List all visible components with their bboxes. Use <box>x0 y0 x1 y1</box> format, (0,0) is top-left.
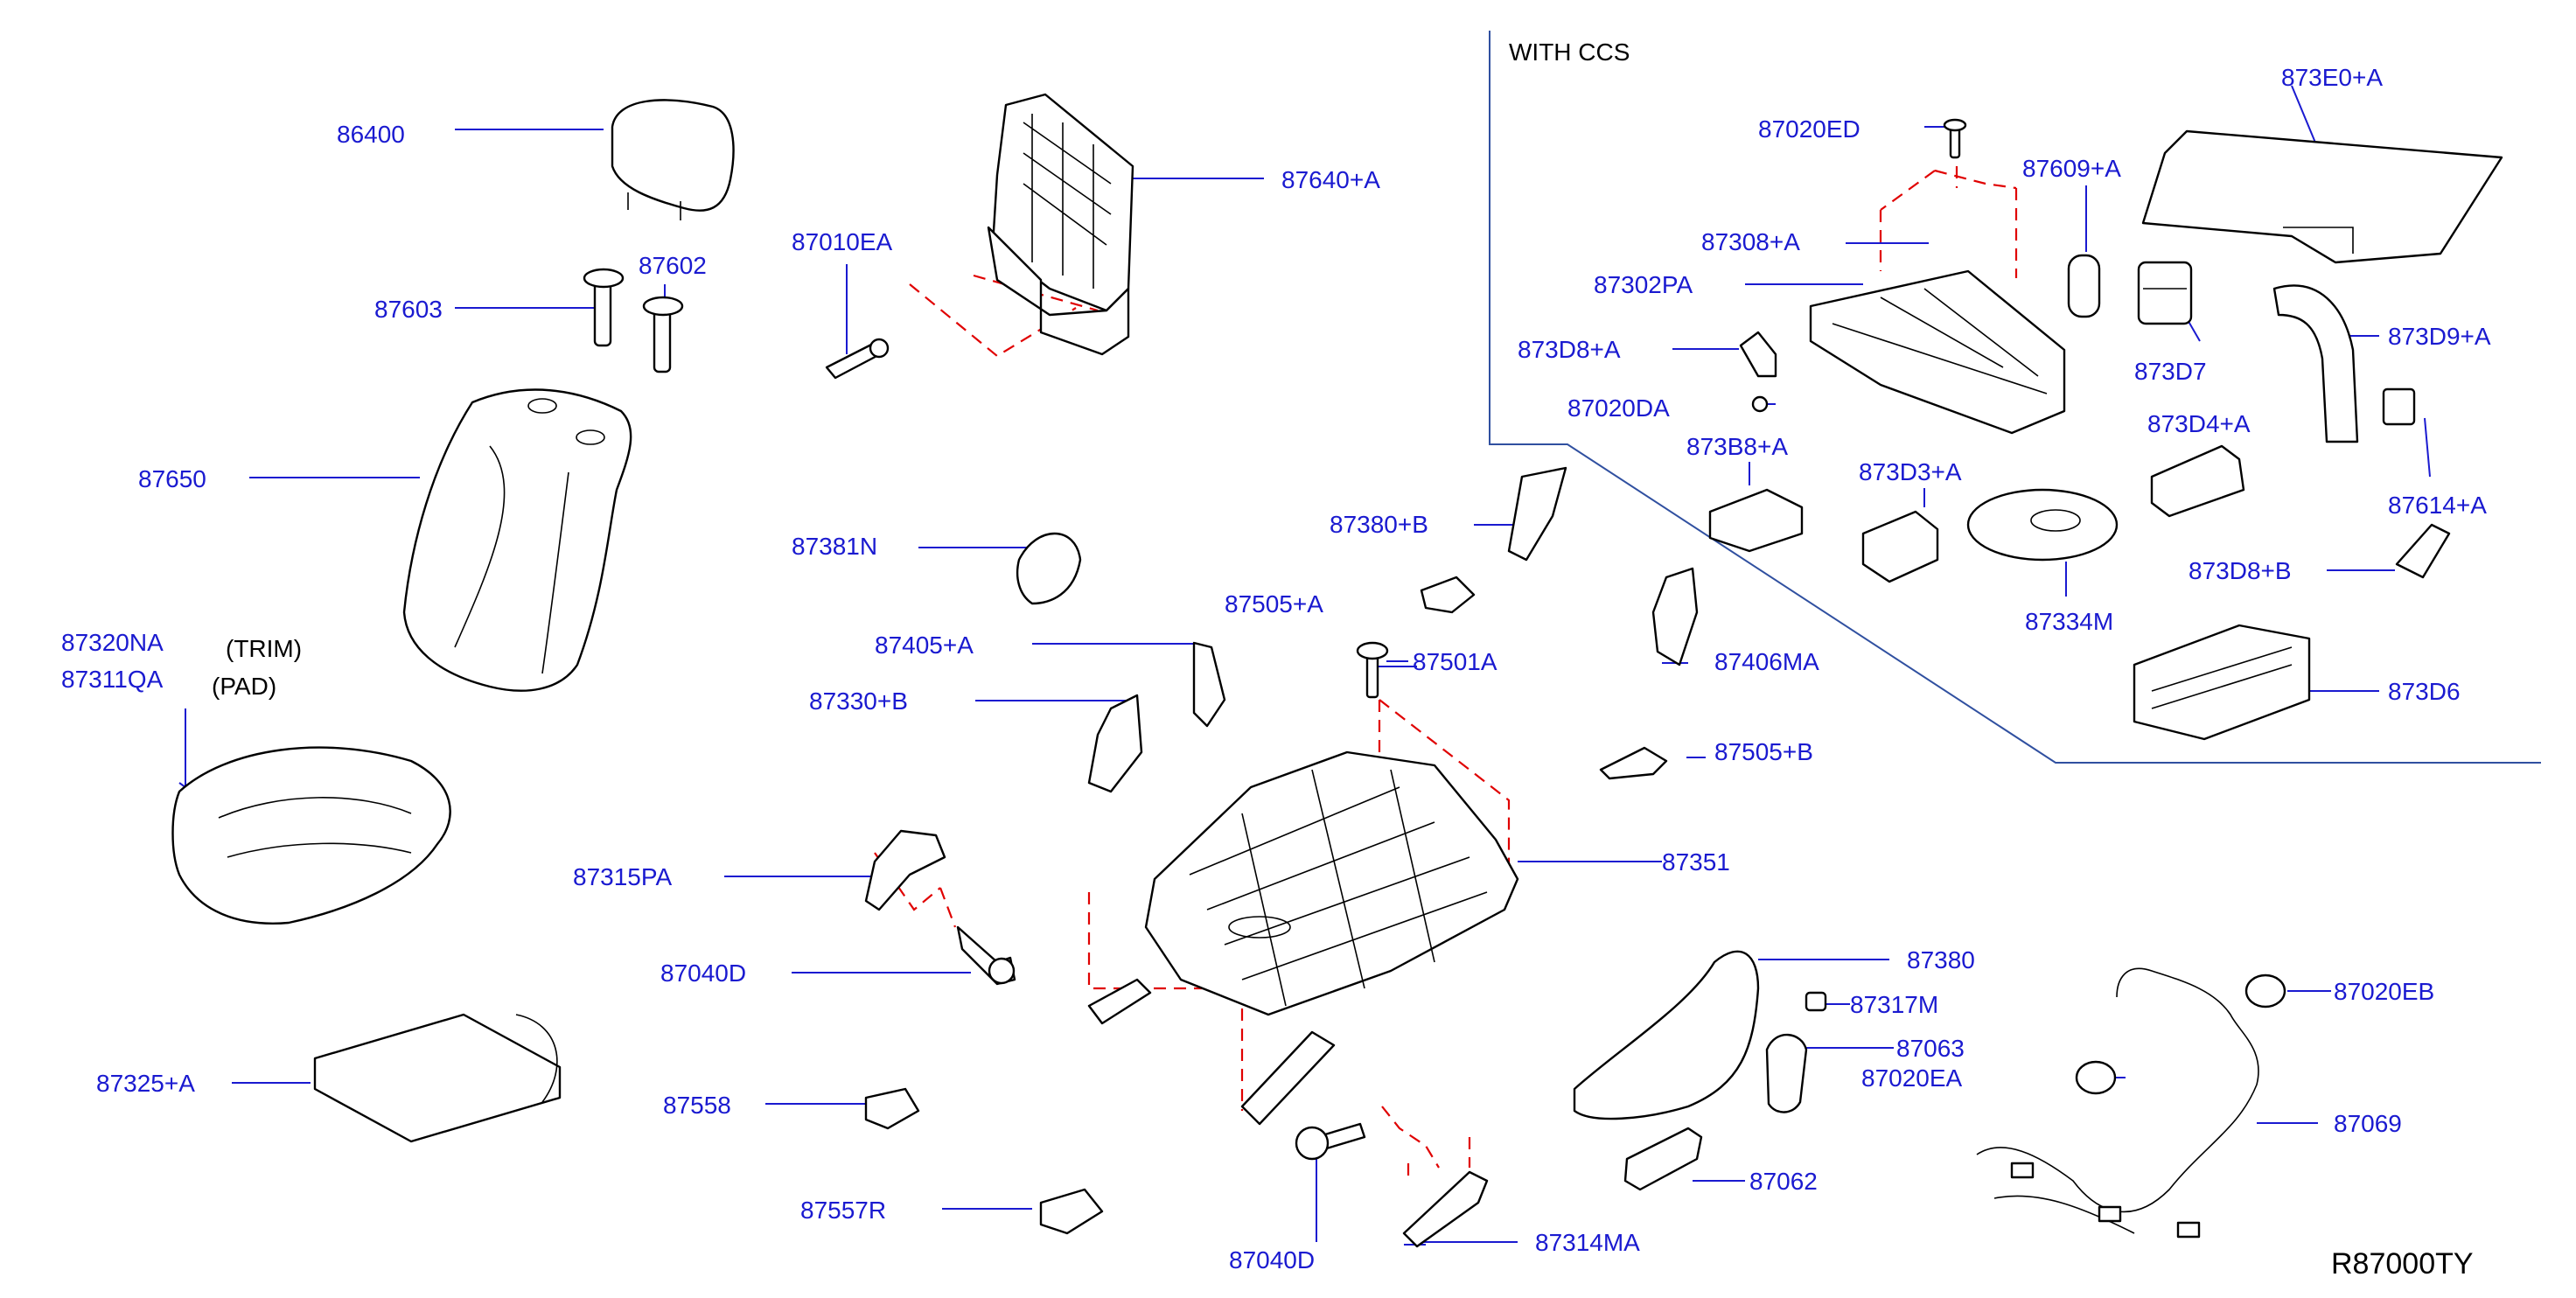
part-sketches <box>171 93 2503 1248</box>
callout-87020EB[interactable]: 87020EB <box>2334 978 2435 1005</box>
callout-873D3A[interactable]: 873D3+A <box>1859 458 1962 485</box>
callout-86400[interactable]: 86400 <box>337 121 405 148</box>
callout-87609A[interactable]: 87609+A <box>2022 155 2121 182</box>
callout-87558[interactable]: 87558 <box>663 1092 731 1119</box>
callout-87063[interactable]: 87063 <box>1896 1035 1965 1062</box>
callout-87040D-bottom[interactable]: 87040D <box>1229 1246 1316 1274</box>
callout-87380[interactable]: 87380 <box>1907 946 1975 974</box>
callout-87314MA[interactable]: 87314MA <box>1535 1229 1640 1256</box>
callout-87334M[interactable]: 87334M <box>2025 608 2114 635</box>
callout-87020ED[interactable]: 87020ED <box>1758 115 1860 143</box>
callout-873E0A[interactable]: 873E0+A <box>2281 64 2383 91</box>
callout-873B8A[interactable]: 873B8+A <box>1686 433 1788 460</box>
callout-87650[interactable]: 87650 <box>138 465 206 492</box>
callout-87351[interactable]: 87351 <box>1662 848 1730 876</box>
callout-87505A[interactable]: 87505+A <box>1225 590 1323 618</box>
callout-87406MA[interactable]: 87406MA <box>1714 648 1819 675</box>
callout-873D8A[interactable]: 873D8+A <box>1518 336 1621 363</box>
callout-87603[interactable]: 87603 <box>374 296 443 323</box>
callout-87317M[interactable]: 87317M <box>1850 991 1939 1018</box>
callout-873D6[interactable]: 873D6 <box>2388 678 2461 705</box>
callout-87020EA[interactable]: 87020EA <box>1861 1064 1963 1092</box>
callout-87020DA[interactable]: 87020DA <box>1567 394 1670 422</box>
callout-87308A[interactable]: 87308+A <box>1701 228 1800 255</box>
callout-87330B[interactable]: 87330+B <box>809 687 908 715</box>
callout-87311QA[interactable]: 87311QA <box>61 666 164 693</box>
leader-lines <box>178 85 2431 1246</box>
callout-873D7[interactable]: 873D7 <box>2134 358 2207 385</box>
diagram-code: R87000TY <box>2331 1247 2474 1281</box>
callout-87381N[interactable]: 87381N <box>792 533 878 560</box>
callout-87557R[interactable]: 87557R <box>800 1197 887 1224</box>
callout-87315PA[interactable]: 87315PA <box>573 863 673 890</box>
callout-87602[interactable]: 87602 <box>639 252 707 279</box>
callout-873D9A[interactable]: 873D9+A <box>2388 323 2491 350</box>
callout-87501A[interactable]: 87501A <box>1413 648 1497 675</box>
callout-873D8B[interactable]: 873D8+B <box>2189 557 2292 584</box>
callout-87040D-left[interactable]: 87040D <box>660 960 747 987</box>
ccs-heading: WITH CCS <box>1509 38 1630 66</box>
callout-87010EA[interactable]: 87010EA <box>792 228 893 255</box>
callout-87380B[interactable]: 87380+B <box>1330 511 1428 538</box>
callout-87614A[interactable]: 87614+A <box>2388 492 2487 519</box>
callout-87505B[interactable]: 87505+B <box>1714 738 1813 765</box>
callout-87069[interactable]: 87069 <box>2334 1110 2402 1137</box>
callout-87302PA[interactable]: 87302PA <box>1594 271 1693 298</box>
trim-note: (TRIM) <box>226 635 303 662</box>
callout-87320NA[interactable]: 87320NA <box>61 629 164 656</box>
callout-87640A[interactable]: 87640+A <box>1281 166 1380 193</box>
pad-note: (PAD) <box>212 673 277 700</box>
callout-87325A[interactable]: 87325+A <box>96 1070 195 1097</box>
callout-87405A[interactable]: 87405+A <box>875 632 974 659</box>
callout-87062[interactable]: 87062 <box>1749 1168 1818 1195</box>
callout-873D4A[interactable]: 873D4+A <box>2147 410 2251 437</box>
ccs-region-boundary <box>1489 31 2541 764</box>
